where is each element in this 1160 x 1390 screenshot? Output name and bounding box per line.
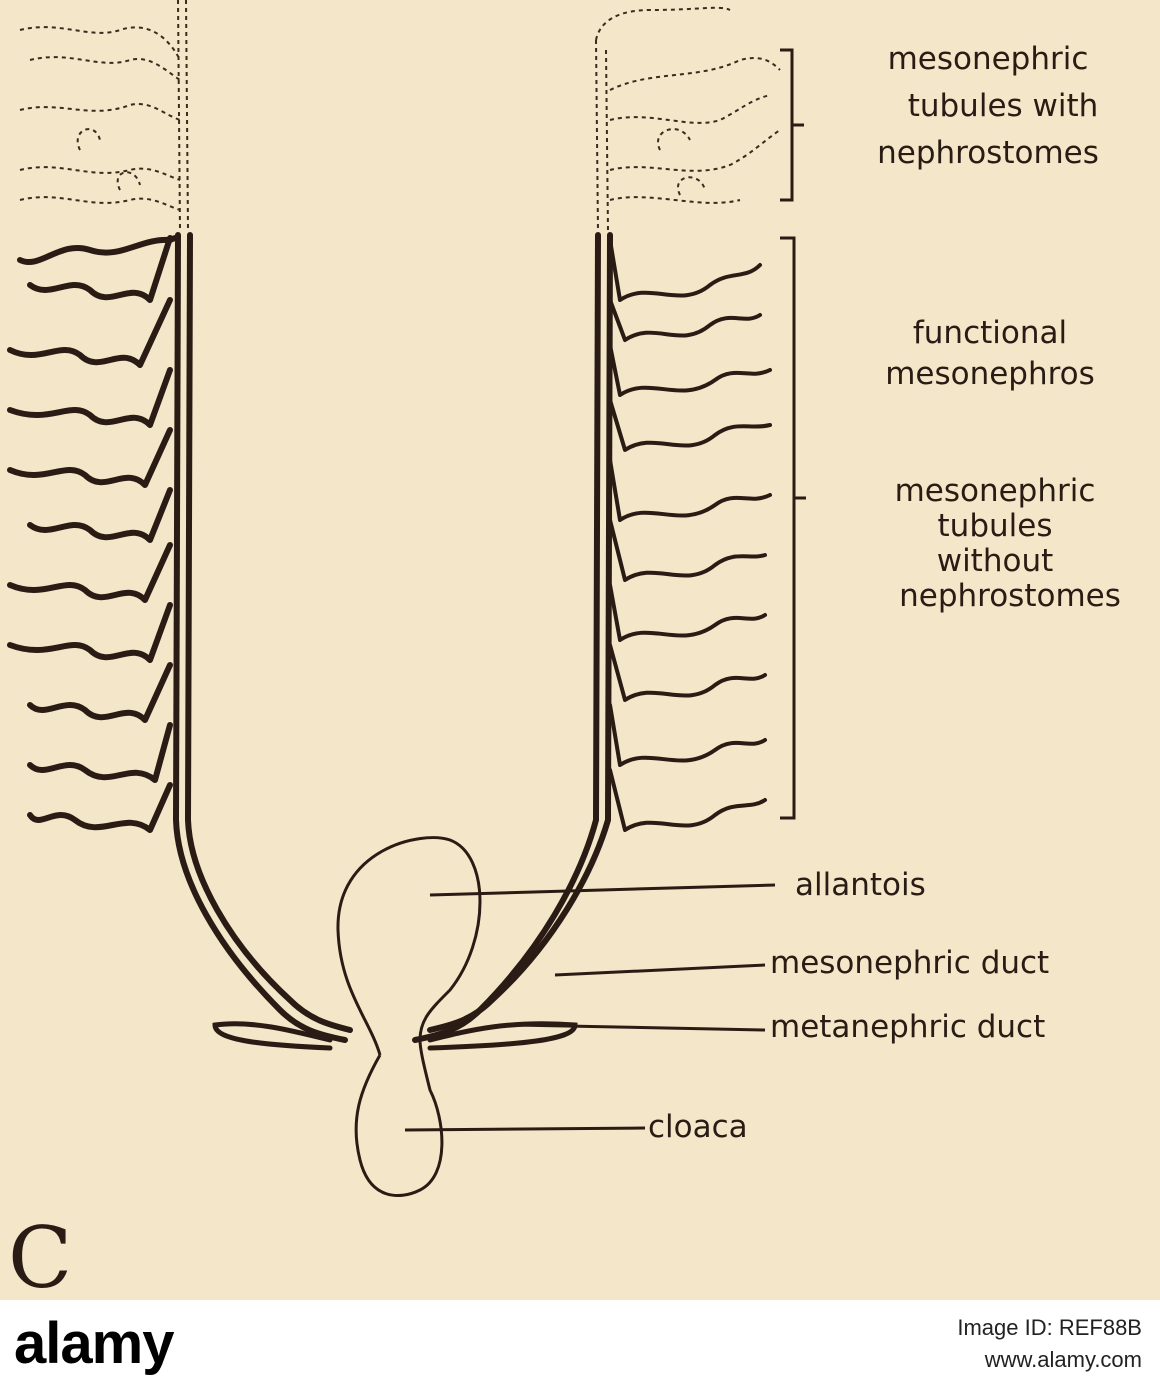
- label-line: tubules: [937, 508, 1053, 544]
- mesonephric-ducts: [172, 232, 613, 1043]
- alamy-logo: alamy: [14, 1311, 174, 1376]
- right-functional-tubules: [608, 238, 772, 832]
- label-line: nephrostomes: [877, 135, 1099, 171]
- leader-lines: [404, 883, 776, 1132]
- diagram-drawing: [7, 0, 806, 1197]
- site-url-text: www.alamy.com: [984, 1347, 1142, 1372]
- left-upper-tubules-dotted: [19, 0, 189, 231]
- label-line: mesonephros: [885, 356, 1095, 392]
- metanephric-ducts: [212, 1021, 578, 1051]
- label-metanephric-duct: metanephric duct: [770, 1009, 1046, 1045]
- watermark-bar: alamy Image ID: REF88B www.alamy.com: [0, 1300, 1160, 1390]
- label-allantois: allantois: [795, 867, 926, 903]
- label-line: functional: [912, 315, 1068, 351]
- label-line: tubules with: [907, 88, 1099, 124]
- figure-letter: C: [8, 1209, 73, 1307]
- label-mesonephric-tubules-with-nephrostomes: mesonephric tubules with nephrostomes: [818, 42, 1158, 171]
- label-line: mesonephric: [887, 41, 1089, 77]
- image-id-text: Image ID: REF88B: [957, 1315, 1142, 1340]
- right-upper-tubules-dotted: [595, 6, 781, 233]
- allantois-cloaca: [336, 836, 482, 1197]
- label-line: without: [936, 543, 1054, 579]
- label-cloaca: cloaca: [648, 1109, 748, 1145]
- label-line: nephrostomes: [899, 578, 1121, 614]
- label-functional-mesonephros: functional mesonephros: [830, 316, 1150, 392]
- label-line: mesonephric: [894, 473, 1096, 509]
- label-brackets: [780, 48, 806, 820]
- kidney-development-diagram: mesonephric tubules with nephrostomes fu…: [7, 0, 1160, 1307]
- left-functional-tubules: [7, 235, 178, 833]
- label-mesonephric-tubules-without-nephrostomes: mesonephric tubules without nephrostomes: [830, 474, 1160, 614]
- label-mesonephric-duct: mesonephric duct: [770, 945, 1050, 981]
